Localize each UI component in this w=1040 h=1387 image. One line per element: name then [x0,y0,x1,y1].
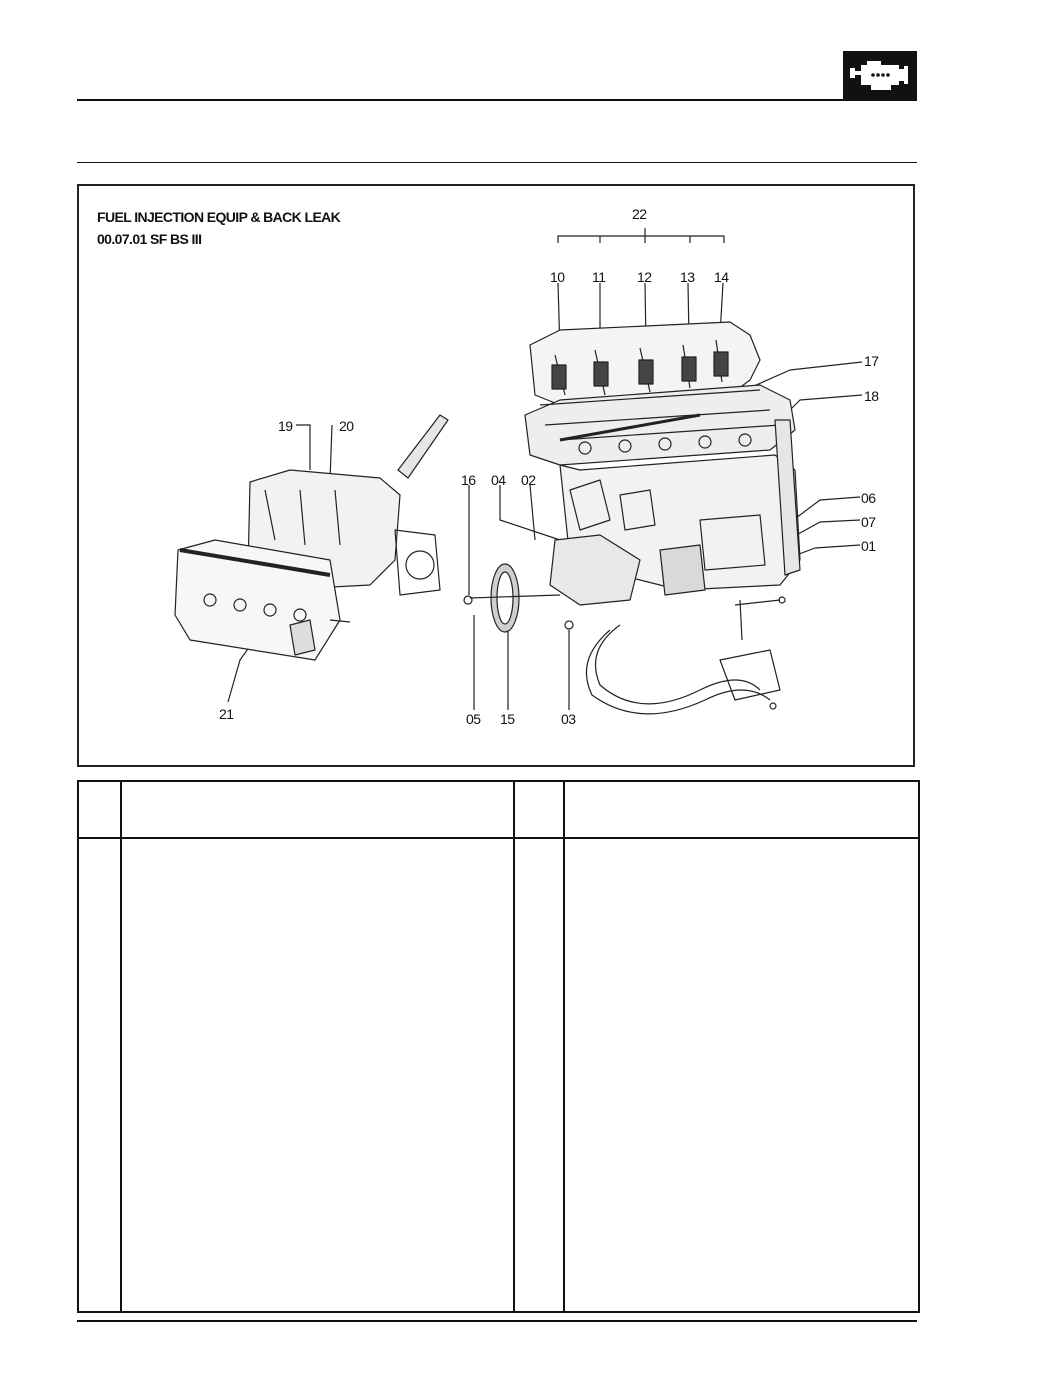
callout-01: 01 [861,538,876,554]
figure-title-line-1: FUEL INJECTION EQUIP & BACK LEAK [97,209,341,225]
engine-block-main [463,321,801,715]
callout-04: 04 [491,472,506,488]
leader-22 [557,228,725,243]
callout-13: 13 [680,269,695,285]
exploded-engine-drawing [174,228,863,715]
parts-table [77,780,920,1313]
callout-02: 02 [521,472,536,488]
callout-11: 11 [592,269,606,285]
figure-title: FUEL INJECTION EQUIP & BACK LEAK 00.07.0… [97,206,341,250]
callout-14: 14 [714,269,729,285]
callout-10: 10 [550,269,565,285]
engine-badge [843,51,917,100]
leader-19-20 [296,424,333,481]
engine-icon [847,55,913,96]
figure-frame [77,184,915,767]
engine-block-left [174,414,449,661]
callout-05: 05 [466,711,481,727]
callout-06: 06 [861,490,876,506]
callout-15: 15 [500,711,515,727]
callout-16: 16 [461,472,476,488]
callout-20: 20 [339,418,354,434]
callout-22: 22 [632,206,647,222]
callout-12: 12 [637,269,652,285]
leader-04 [499,485,561,541]
parts-table-border [77,780,920,1313]
footer-rule [77,1320,917,1322]
callout-07: 07 [861,514,876,530]
figure-title-line-2: 00.07.01 SF BS III [97,231,202,247]
callout-17: 17 [864,353,879,369]
callout-18: 18 [864,388,879,404]
leader-02 [529,484,536,541]
header-rule-top [77,99,917,101]
leaders-injectors [557,282,724,353]
callout-21: 21 [219,706,234,722]
header-rule-bottom [77,162,917,163]
callout-19: 19 [278,418,293,434]
callout-03: 03 [561,711,576,727]
